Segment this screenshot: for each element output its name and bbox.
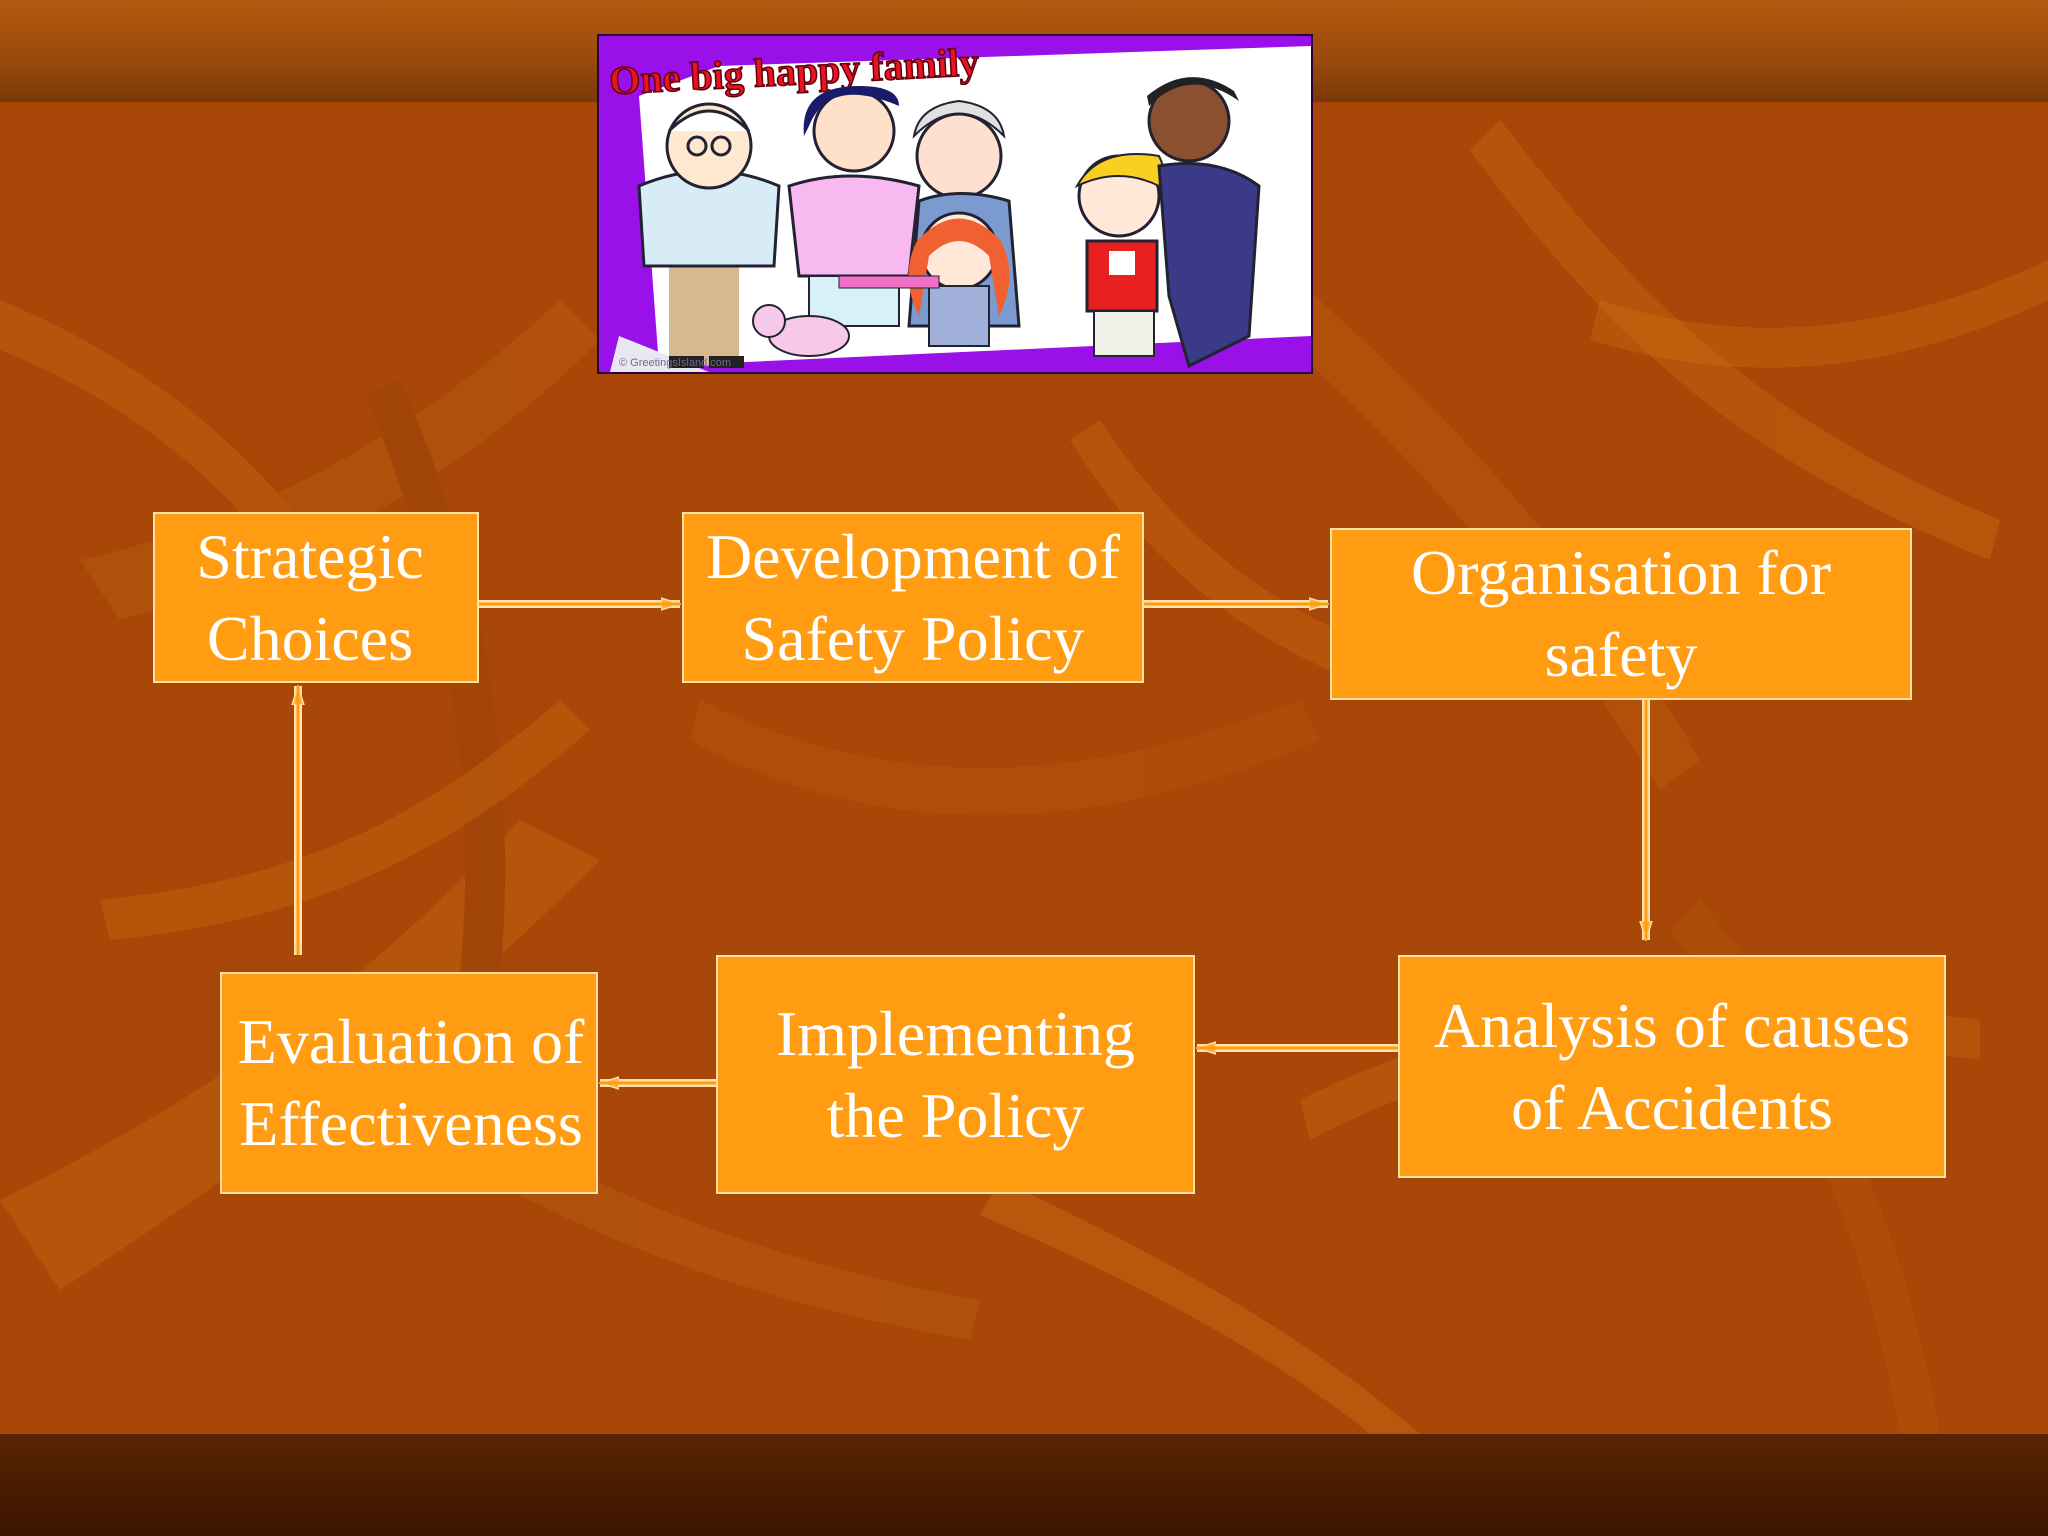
node-label-line: Organisation for — [1410, 537, 1832, 608]
girl-figure — [838, 211, 1010, 347]
node-label-line: Safety Policy — [741, 602, 1085, 674]
node-organisation-for-safety[interactable]: Organisation for safety — [1330, 528, 1912, 700]
node-label-line: Choices — [206, 602, 414, 674]
node-label-line: Evaluation of — [237, 1006, 585, 1077]
node-implementing-the-policy[interactable]: Implementing the Policy — [716, 955, 1195, 1194]
dad-figure — [1147, 77, 1261, 369]
node-label-line: Effectiveness — [239, 1088, 583, 1159]
node-label-line: Development of — [705, 520, 1121, 592]
node-label-line: of Accidents — [1511, 1071, 1833, 1143]
dog-figure — [752, 304, 850, 357]
mom-figure — [787, 86, 921, 327]
grandpa-figure — [637, 102, 781, 368]
node-strategic-choices[interactable]: Strategic Choices — [153, 512, 479, 683]
node-evaluation-of-effectiveness[interactable]: Evaluation of Effectiveness — [220, 972, 598, 1194]
node-label-line: Strategic — [196, 520, 424, 592]
family-cartoon-picture: One big happy family — [597, 34, 1313, 374]
bottom-band — [0, 1434, 2048, 1536]
node-label-line: Implementing — [775, 997, 1136, 1069]
node-label-line: safety — [1544, 619, 1698, 690]
node-label-line: Analysis of causes — [1433, 989, 1911, 1061]
node-development-of-safety-policy[interactable]: Development of Safety Policy — [682, 512, 1144, 683]
node-label-line: the Policy — [826, 1079, 1085, 1151]
boy-figure — [1074, 153, 1165, 357]
node-analysis-of-causes-of-accidents[interactable]: Analysis of causes of Accidents — [1398, 955, 1946, 1178]
picture-copyright: © GreetingsIsland.com — [619, 357, 731, 369]
